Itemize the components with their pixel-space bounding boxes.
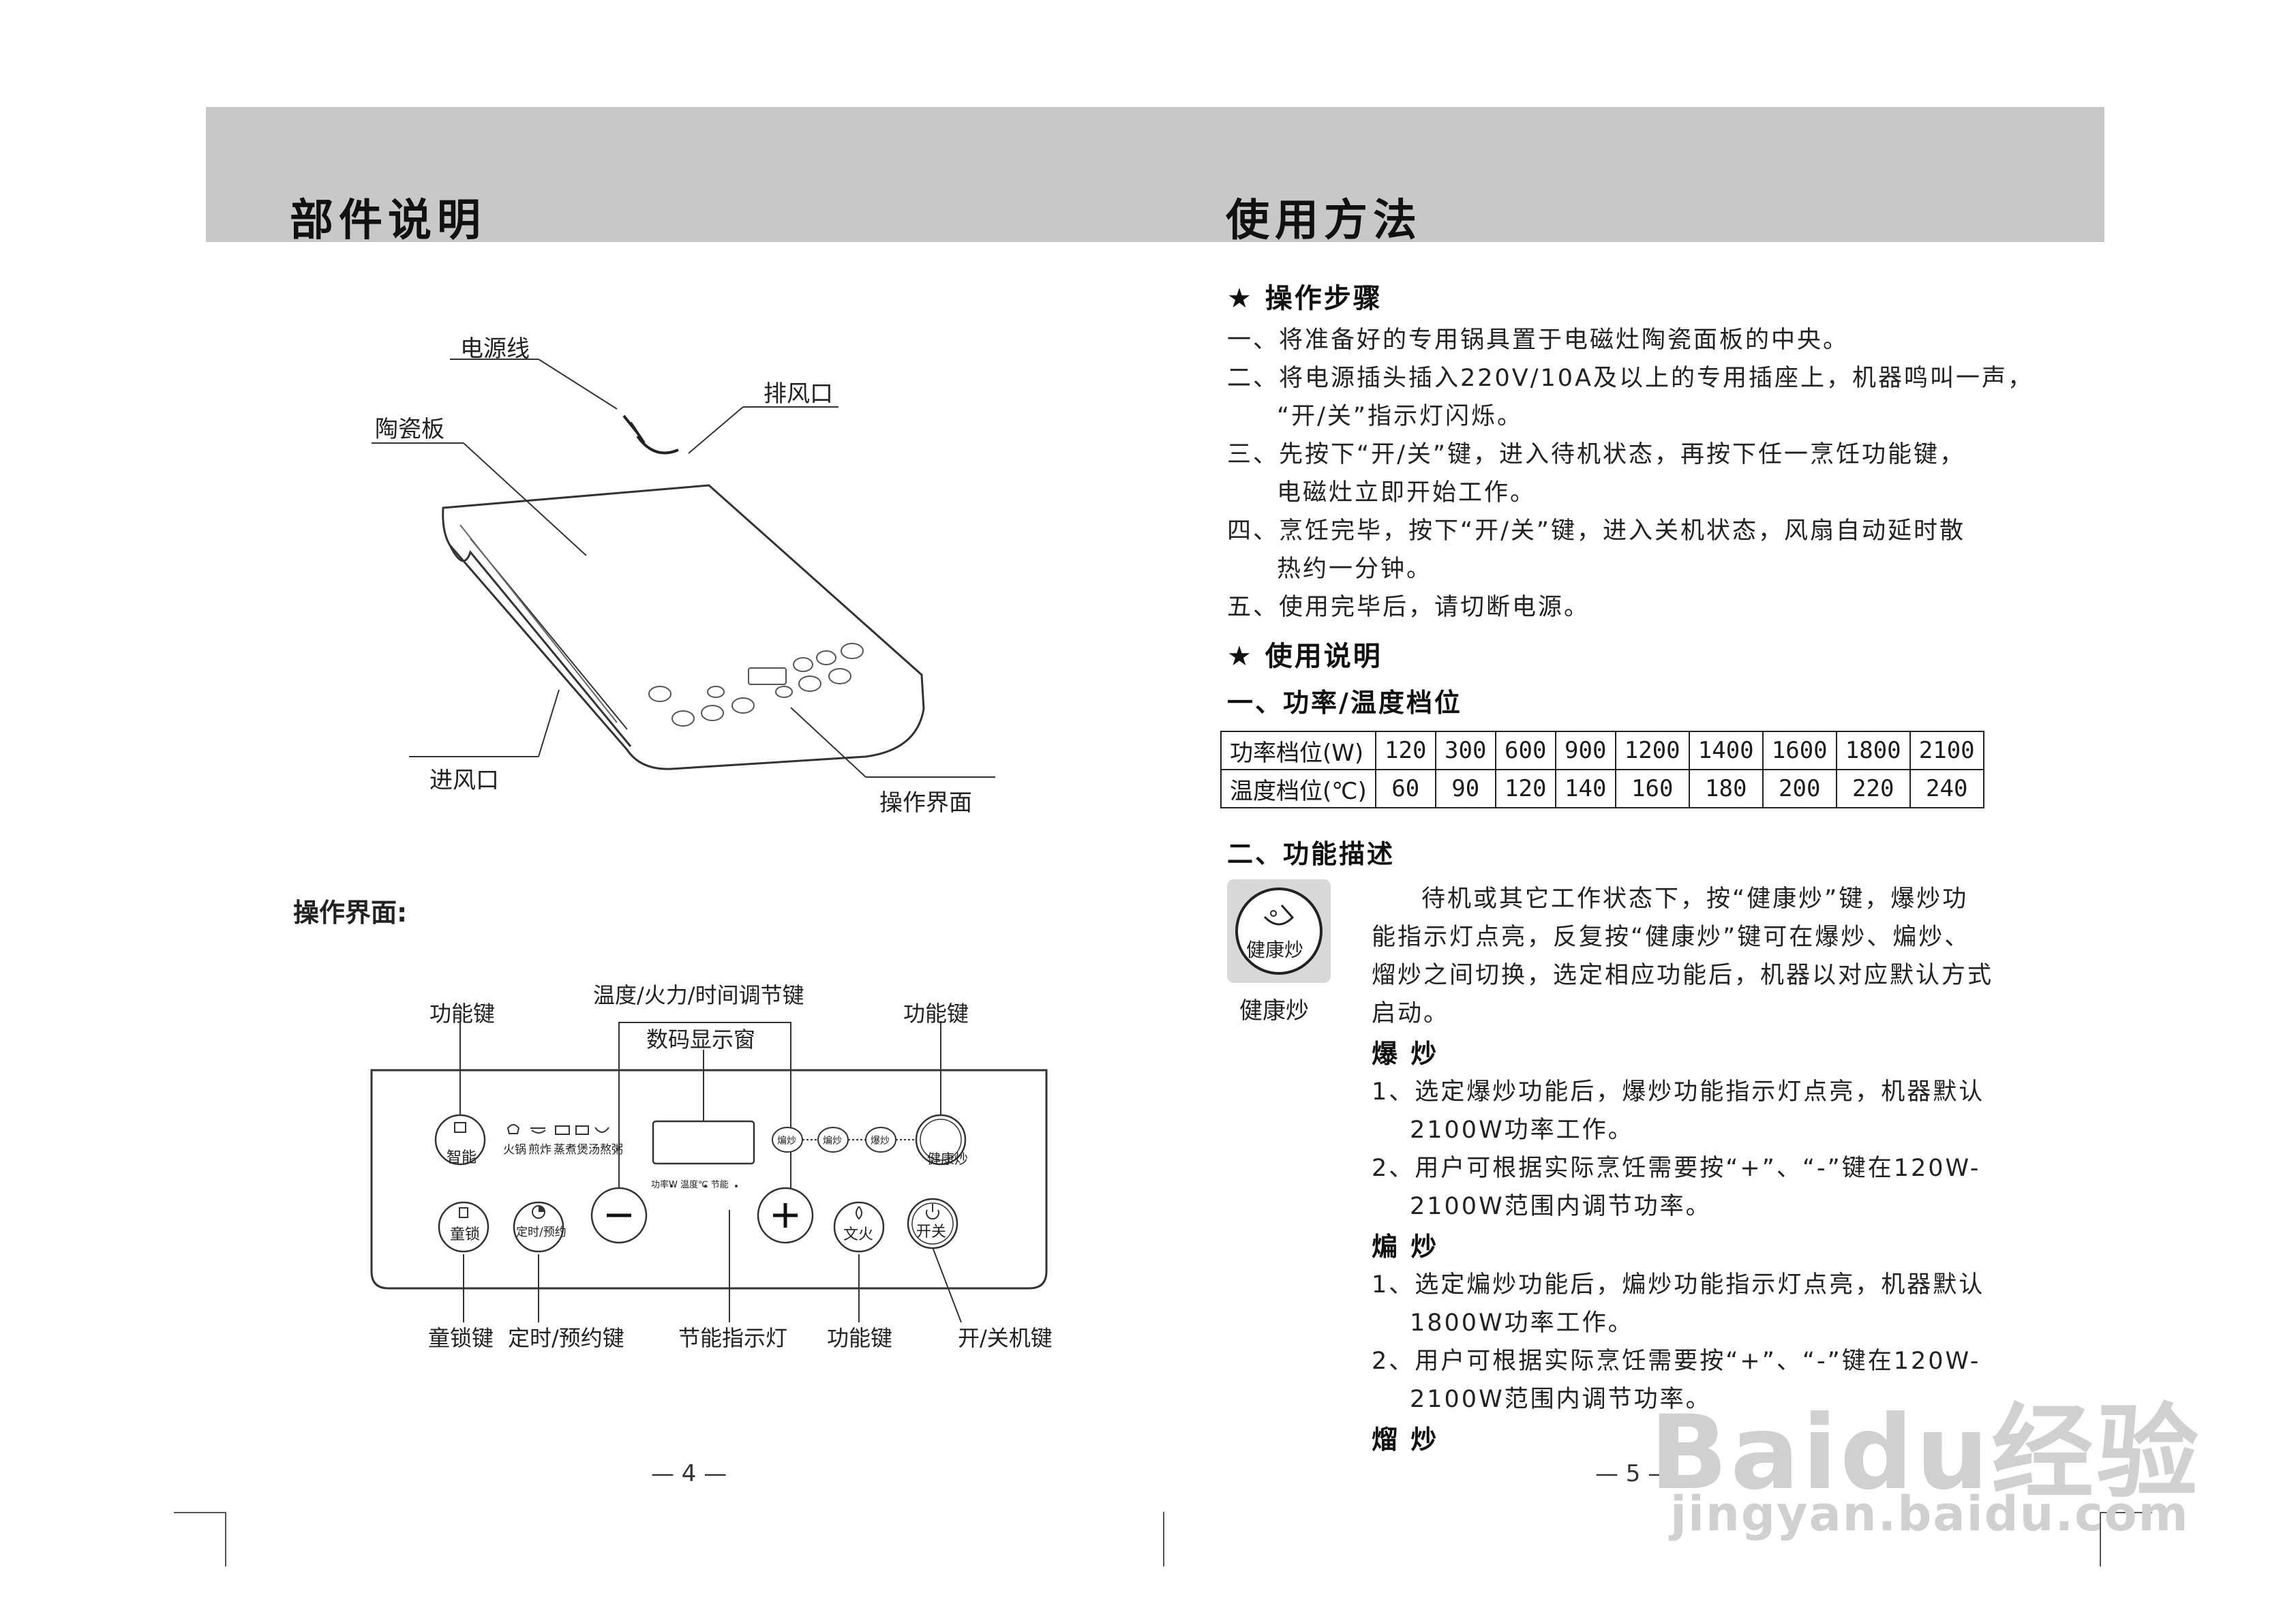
temp-cell: 180 bbox=[1688, 769, 1764, 808]
stir-label-1[interactable]: 煸炒 bbox=[777, 1136, 796, 1147]
power-cell: 2100 bbox=[1909, 731, 1984, 770]
bianchao-line-1: 1、选定煸炒功能后，煸炒功能指示灯点亮，机器默认 bbox=[1372, 1271, 1985, 1299]
indicator-labels: 功率W 温度℃ 节能 bbox=[651, 1180, 729, 1190]
right-page-title: 使用方法 bbox=[1226, 196, 1422, 246]
label-func-right: 功能键 bbox=[903, 1001, 969, 1027]
func-desc-line-2: 能指示灯点亮，反复按“健康炒”键可在爆炒、煸炒、 bbox=[1372, 924, 1971, 951]
healthy-stir-caption: 健康炒 bbox=[1239, 997, 1309, 1025]
func-desc-line-1: 待机或其它工作状态下，按“健康炒”键，爆炒功 bbox=[1421, 885, 1969, 913]
button-healthy-stir[interactable]: 健康炒 bbox=[927, 1151, 968, 1167]
bianchao-title: 煸 炒 bbox=[1372, 1232, 1439, 1262]
mode-steam: 蒸煮 bbox=[554, 1143, 577, 1157]
table-row: 温度档位(℃) 60 90 120 140 160 180 200 220 24… bbox=[1220, 769, 1984, 808]
func-desc-line-3: 熘炒之间切换，选定相应功能后，机器以对应默认方式 bbox=[1372, 962, 1994, 989]
power-level-title: 一、功率/温度档位 bbox=[1227, 688, 1462, 718]
power-cell: 1400 bbox=[1688, 731, 1764, 770]
bianchao-line-4: 2100W范围内调节功率。 bbox=[1410, 1386, 1712, 1413]
stir-label-3[interactable]: 爆炒 bbox=[871, 1136, 890, 1147]
step-5: 五、使用完毕后，请切断电源。 bbox=[1227, 594, 1590, 621]
step-2-cont: “开/关”指示灯闪烁。 bbox=[1277, 403, 1524, 430]
label-timer: 定时/预约键 bbox=[508, 1325, 624, 1351]
baochao-title: 爆 炒 bbox=[1372, 1039, 1439, 1069]
power-cell: 1800 bbox=[1835, 731, 1911, 770]
button-gentle-fire[interactable]: 文火 bbox=[843, 1226, 874, 1243]
label-intake: 进风口 bbox=[429, 767, 499, 794]
crop-mark bbox=[174, 1512, 225, 1513]
step-3: 三、先按下“开/关”键，进入待机状态，再按下任一烹饪功能键， bbox=[1227, 441, 1966, 468]
temp-cell: 140 bbox=[1554, 769, 1616, 808]
label-func-bottom: 功能键 bbox=[827, 1325, 893, 1351]
button-smart[interactable]: 智能 bbox=[447, 1149, 477, 1166]
table-row: 功率档位(W) 120 300 600 900 1200 1400 1600 1… bbox=[1220, 731, 1984, 770]
temp-cell: 200 bbox=[1762, 769, 1837, 808]
temp-header: 温度档位(℃) bbox=[1220, 769, 1376, 808]
label-eco: 节能指示灯 bbox=[678, 1325, 788, 1351]
label-power-cord: 电源线 bbox=[460, 335, 530, 363]
control-panel-diagram bbox=[370, 1021, 1048, 1323]
step-4: 四、烹饪完毕，按下“开/关”键，进入关机状态，风扇自动延时散 bbox=[1227, 517, 1966, 545]
healthy-stir-icon-label: 健康炒 bbox=[1246, 939, 1304, 961]
label-exhaust: 排风口 bbox=[764, 380, 833, 408]
cooker-illustration bbox=[372, 359, 995, 778]
power-cell: 1200 bbox=[1614, 731, 1690, 770]
temp-cell: 60 bbox=[1374, 769, 1436, 808]
bianchao-line-3: 2、用户可根据实际烹饪需要按“+”、“-”键在120W- bbox=[1372, 1348, 1981, 1375]
header-band bbox=[206, 107, 2104, 242]
power-temp-table: 功率档位(W) 120 300 600 900 1200 1400 1600 1… bbox=[1220, 731, 1984, 808]
step-1: 一、将准备好的专用锅具置于电磁灶陶瓷面板的中央。 bbox=[1227, 327, 1849, 354]
watermark-url: jingyan.baidu.com bbox=[1670, 1486, 2190, 1542]
left-page-title: 部件说明 bbox=[290, 196, 486, 246]
baochao-line-1: 1、选定爆炒功能后，爆炒功能指示灯点亮，机器默认 bbox=[1372, 1078, 1985, 1106]
temp-cell: 220 bbox=[1835, 769, 1911, 808]
left-page-number: — 4 — bbox=[651, 1460, 727, 1487]
label-child-lock: 童锁键 bbox=[428, 1325, 494, 1351]
liuchao-title: 熘 炒 bbox=[1372, 1425, 1439, 1455]
label-interface: 操作界面 bbox=[879, 789, 972, 817]
power-cell: 300 bbox=[1434, 731, 1496, 770]
func-desc-line-4: 启动。 bbox=[1372, 1000, 1450, 1027]
temp-cell: 160 bbox=[1614, 769, 1690, 808]
steps-title: ★ 操作步骤 bbox=[1227, 283, 1383, 314]
baochao-line-2: 2100W功率工作。 bbox=[1410, 1117, 1634, 1144]
watermark-brand: Baidu经验 bbox=[1650, 1394, 2202, 1513]
usage-title: ★ 使用说明 bbox=[1227, 641, 1383, 672]
bianchao-line-2: 1800W功率工作。 bbox=[1410, 1309, 1634, 1337]
power-header: 功率档位(W) bbox=[1220, 731, 1376, 770]
step-4-cont: 热约一分钟。 bbox=[1277, 556, 1433, 583]
temp-cell: 120 bbox=[1494, 769, 1556, 808]
label-display: 数码显示窗 bbox=[646, 1027, 756, 1052]
crop-mark bbox=[2100, 1512, 2101, 1566]
step-2: 二、将电源插头插入220V/10A及以上的专用插座上，机器鸣叫一声， bbox=[1227, 365, 2034, 392]
baochao-line-4: 2100W范围内调节功率。 bbox=[1410, 1193, 1712, 1220]
button-power[interactable]: 开关 bbox=[916, 1224, 947, 1241]
temp-cell: 240 bbox=[1909, 769, 1984, 808]
right-page-number: — 5 — bbox=[1595, 1460, 1672, 1487]
temp-cell: 90 bbox=[1434, 769, 1496, 808]
label-adjust-keys: 温度/火力/时间调节键 bbox=[593, 982, 804, 1008]
step-3-cont: 电磁灶立即开始工作。 bbox=[1277, 479, 1537, 506]
crop-mark bbox=[225, 1512, 226, 1566]
label-power-key: 开/关机键 bbox=[958, 1325, 1053, 1351]
mode-soup: 煲汤 bbox=[577, 1143, 600, 1157]
crop-mark bbox=[1163, 1512, 1164, 1566]
panel-heading: 操作界面: bbox=[293, 898, 408, 928]
mode-fry: 煎炸 bbox=[528, 1143, 552, 1157]
power-cell: 900 bbox=[1554, 731, 1616, 770]
mode-porridge: 熬粥 bbox=[600, 1143, 623, 1157]
power-cell: 1600 bbox=[1762, 731, 1837, 770]
crop-mark bbox=[2101, 1512, 2152, 1513]
healthy-stir-icon bbox=[1235, 888, 1323, 975]
healthy-stir-icon-tile: 健康炒 bbox=[1227, 879, 1331, 983]
power-cell: 120 bbox=[1374, 731, 1436, 770]
stir-label-2[interactable]: 煸炒 bbox=[823, 1136, 842, 1147]
label-ceramic-plate: 陶瓷板 bbox=[375, 416, 444, 443]
button-child-lock[interactable]: 童锁 bbox=[450, 1226, 481, 1243]
mode-hotpot: 火锅 bbox=[503, 1143, 526, 1157]
baochao-line-3: 2、用户可根据实际烹饪需要按“+”、“-”键在120W- bbox=[1372, 1155, 1981, 1182]
power-cell: 600 bbox=[1494, 731, 1556, 770]
button-timer[interactable]: 定时/预约 bbox=[516, 1226, 567, 1239]
label-func-left: 功能键 bbox=[429, 1001, 496, 1027]
func-desc-title: 二、功能描述 bbox=[1227, 839, 1395, 869]
